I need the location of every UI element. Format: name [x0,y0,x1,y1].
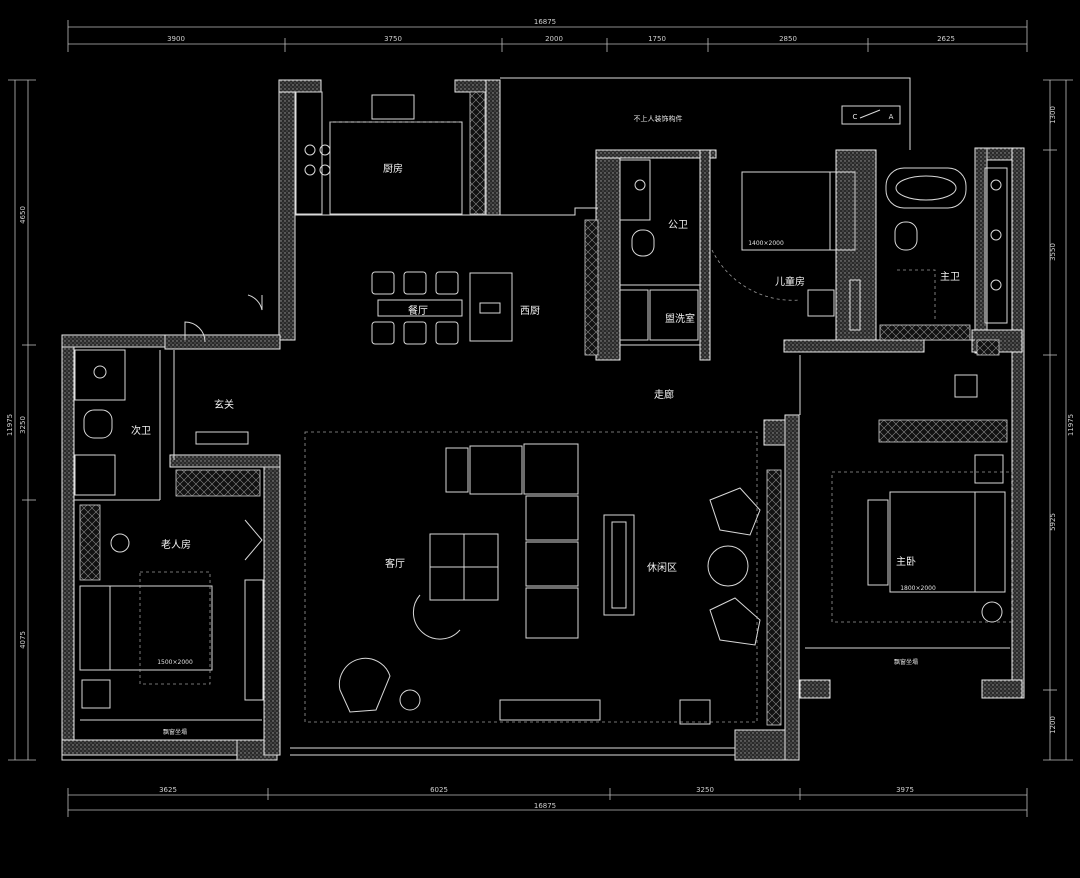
dim-top-seg-2: 3750 [384,35,402,43]
leisure-furniture [707,487,761,646]
room-elder: 老人房 [161,538,191,551]
bay-window-left: 飘窗坐塌 [163,728,187,736]
dim-left-seg-2: 3250 [19,416,27,434]
bed-master-size: 1800×2000 [900,585,936,592]
dim-right-seg-2: 3550 [1049,243,1057,261]
decor-marker-box [841,105,901,125]
dim-left-seg-1: 4650 [19,206,27,224]
public-bath-fixtures [619,159,699,341]
entry-door-swing [184,321,206,343]
dim-right-seg-3: 5925 [1049,513,1057,531]
room-master-bedroom: 主卧 [896,555,916,568]
dim-left-total: 11975 [6,414,14,436]
master-bath-fixtures [885,167,1008,324]
decor-component-label: 不上人装饰构件 [634,114,683,123]
dim-top-seg-1: 3900 [167,35,185,43]
dim-right-total: 11975 [1067,414,1075,436]
room-living: 客厅 [385,557,405,570]
dim-bottom-seg-4: 3975 [896,786,914,794]
room-leisure: 休闲区 [647,561,677,574]
foyer-bench [195,431,249,445]
elder-room-furniture [79,519,264,721]
bay-window-right: 飘窗坐塌 [894,658,918,666]
dim-top-seg-5: 2850 [779,35,797,43]
dim-top-seg-6: 2625 [937,35,955,43]
room-second-bath: 次卫 [131,424,151,437]
dimension-right [1043,79,1073,761]
dining-table [371,271,513,345]
cabinets [79,91,1008,726]
dim-bottom-seg-2: 6025 [430,786,448,794]
walls [61,79,1025,761]
dim-bottom-seg-3: 3250 [696,786,714,794]
dim-top-total: 16875 [534,18,556,26]
room-dining: 餐厅 [408,304,428,317]
dim-top-seg-4: 1750 [648,35,666,43]
room-kitchen: 厨房 [383,162,403,175]
bed-elder-size: 1500×2000 [157,659,193,666]
room-western-kitchen: 西厨 [520,305,540,317]
dimension-left [8,79,36,761]
living-rug [304,431,758,723]
children-room-furniture [711,171,861,331]
marker-a: A [889,113,894,121]
master-bedroom-furniture [805,374,1013,649]
dimension-top [67,20,1028,52]
marker-c: C [853,113,858,121]
dining-door-swing [247,294,263,311]
second-bath-fixtures [74,349,126,496]
room-laundry: 盥洗室 [665,312,695,325]
dim-bottom-total: 16875 [534,802,556,810]
bed-children-size: 1400×2000 [748,240,784,247]
room-children: 儿童房 [775,275,805,288]
dim-left-seg-3: 4075 [19,631,27,649]
room-corridor: 走廊 [654,388,674,401]
room-master-bath: 主卫 [940,271,960,283]
dim-top-seg-3: 2000 [545,35,563,43]
kitchen-fixtures [295,91,463,215]
room-public-bath: 公卫 [668,220,688,231]
dim-bottom-seg-1: 3625 [159,786,177,794]
dimension-bottom [67,788,1028,817]
dim-right-seg-4: 1200 [1049,716,1057,734]
decor-marker-arrow [859,109,881,119]
room-foyer: 玄关 [214,398,234,411]
living-sofa [338,443,711,725]
dim-right-seg-1: 1300 [1049,106,1057,124]
